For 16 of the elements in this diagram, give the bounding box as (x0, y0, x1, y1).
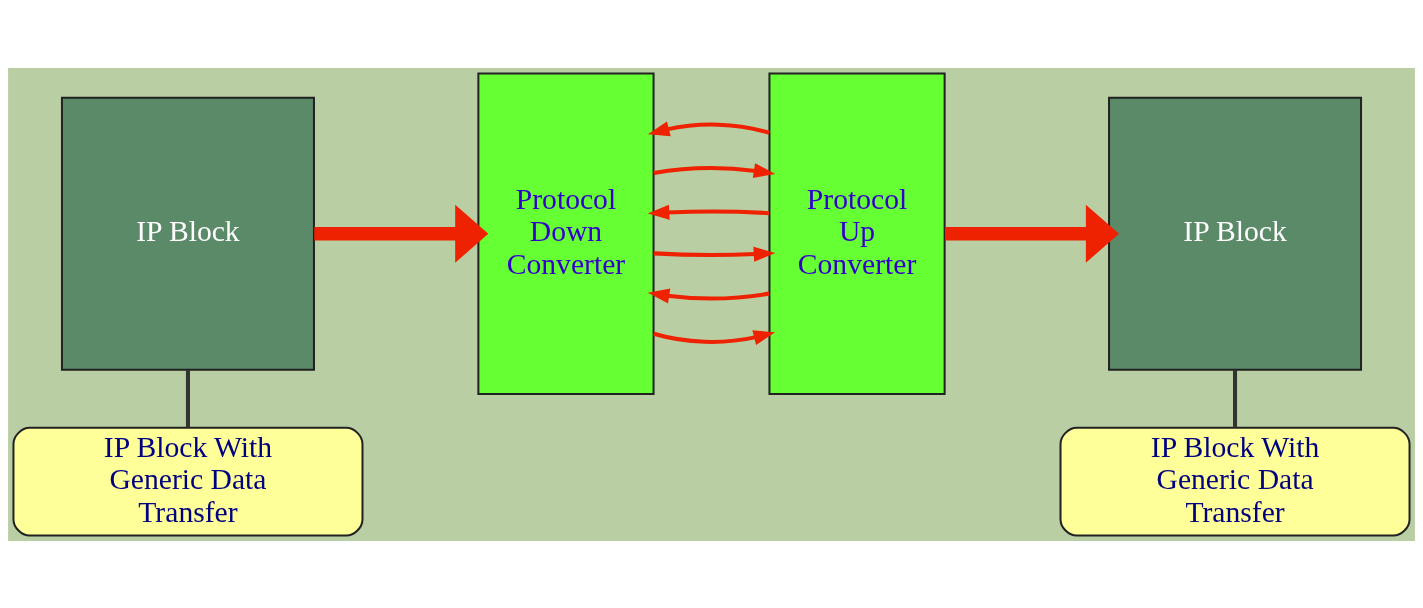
connector (185, 369, 190, 427)
arrow (647, 287, 770, 303)
node-box: IP Block With Generic Data Transfer (1059, 426, 1411, 537)
node-box: IP Block (1108, 96, 1363, 371)
arrow (647, 121, 770, 136)
node-box: IP Block (60, 96, 315, 371)
arrow (653, 246, 776, 262)
arrow (647, 204, 770, 220)
node-box: Protocol Down Converter (477, 71, 655, 395)
connector (1233, 369, 1238, 427)
arrow (653, 329, 776, 345)
arrow (944, 204, 1119, 263)
node-box: IP Block With Generic Data Transfer (12, 426, 364, 537)
arrow (314, 204, 489, 263)
arrow (653, 162, 776, 178)
node-box: Protocol Up Converter (768, 71, 946, 395)
